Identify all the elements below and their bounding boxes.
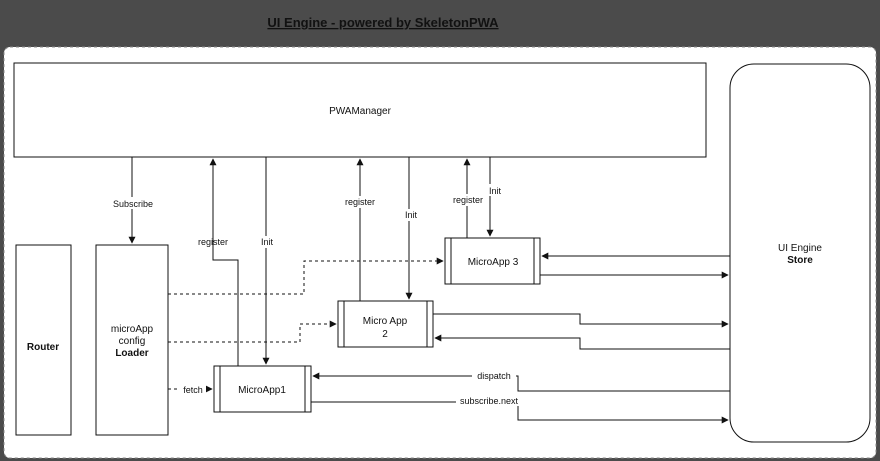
- loader-line3: Loader: [115, 348, 148, 359]
- init-3-label-bg: [484, 184, 504, 196]
- pwa-manager-label: PWAManager: [329, 106, 392, 117]
- micro-app-3-box: [444, 237, 541, 285]
- loader-box: [95, 244, 169, 436]
- register-1-edge: [209, 158, 239, 366]
- init-2-label: Init: [405, 210, 418, 220]
- register-2-label-bg: [342, 196, 380, 208]
- ui-engine-label: UI Engine: [778, 243, 822, 254]
- loader-line2: config: [119, 336, 146, 347]
- subscribe-label-bg: [108, 197, 158, 209]
- store-to-microapp-2-edge: [434, 334, 730, 350]
- pwa-manager-box: [13, 62, 707, 158]
- diagram-title: UI Engine - powered by SkeletonPWA: [267, 15, 499, 30]
- router-label: Router: [27, 342, 59, 353]
- ui-engine-store-box: [729, 63, 871, 443]
- init-1-label-bg: [258, 236, 276, 248]
- loader-to-microapp-3-edge: [168, 257, 444, 295]
- dispatch-label-bg: [472, 369, 516, 381]
- register-3-label-bg: [451, 194, 487, 206]
- dispatch-edge: [312, 372, 730, 392]
- register-3-label: register: [453, 195, 483, 205]
- subscribe-next-label: subscribe.next: [460, 396, 519, 406]
- micro-app-1-label: MicroApp1: [238, 385, 286, 396]
- fetch-label-bg: [180, 383, 206, 395]
- loader-line1: microApp: [111, 324, 154, 335]
- router-box: [15, 244, 72, 436]
- subscribe-label: Subscribe: [113, 199, 153, 209]
- loader-to-microapp-2-edge: [168, 320, 337, 343]
- micro-app-3-label: MicroApp 3: [468, 257, 519, 268]
- init-3-label: Init: [489, 186, 502, 196]
- dispatch-label: dispatch: [477, 371, 511, 381]
- micro-app-2-label-2: 2: [382, 329, 388, 340]
- init-2-label-bg: [401, 209, 419, 221]
- register-2-label: register: [345, 197, 375, 207]
- store-label: Store: [787, 255, 813, 266]
- fetch-label: fetch: [183, 385, 203, 395]
- init-1-label: Init: [261, 237, 274, 247]
- micro-app-2-box: [337, 300, 434, 348]
- register-1-label: register: [198, 237, 228, 247]
- subscribe-next-label-bg: [456, 394, 522, 406]
- micro-app-2-label-1: Micro App: [363, 316, 408, 327]
- micro-app-1-box: [213, 365, 312, 413]
- subscribe-next-edge: [311, 401, 729, 424]
- microapp-2-to-store-edge: [433, 313, 729, 328]
